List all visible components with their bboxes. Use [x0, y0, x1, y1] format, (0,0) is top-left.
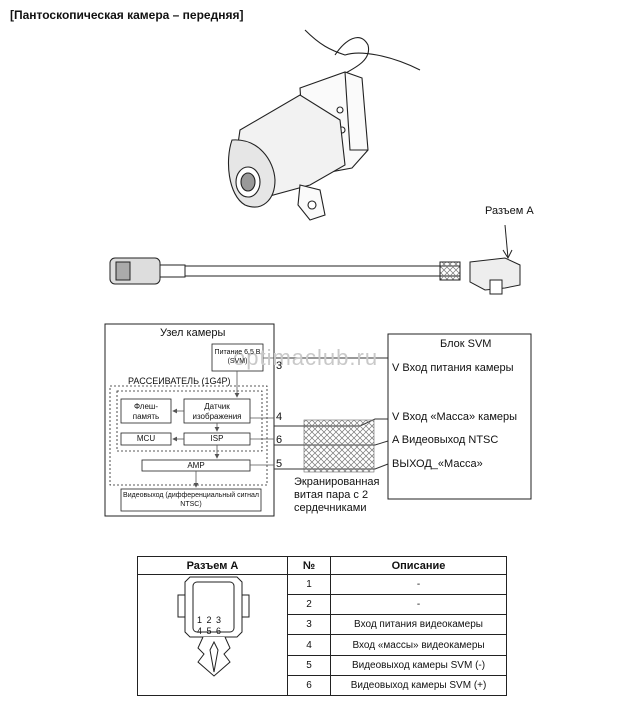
- page-title: [Пантоскопическая камера – передняя]: [10, 8, 244, 22]
- image-sensor-label: Датчик изображения: [192, 402, 242, 421]
- power-box-label: Питание 6,5 В (SVM): [214, 349, 261, 365]
- cable-harness: [109, 224, 521, 295]
- row-description: Вход «массы» видеокамеры: [330, 634, 507, 656]
- row-number: 6: [287, 674, 331, 697]
- video-out-label: Видеовыход (дифференциальный сигнал NTSC…: [123, 492, 259, 508]
- row-description: -: [330, 573, 507, 596]
- connector-pin-table: Разъем A № Описание 1 2 3 4 5 6 1 - 2 - …: [137, 556, 507, 697]
- row-number: 3: [287, 614, 331, 636]
- pin-number-3: 3: [276, 360, 283, 372]
- amp-label: AMP: [187, 461, 205, 470]
- svm-block-title: Блок SVM: [440, 338, 492, 350]
- row-number: 5: [287, 654, 331, 676]
- svm-line-ground: V Вход «Масса» камеры: [392, 411, 518, 423]
- svm-line-video: A Видеовыход NTSC: [392, 434, 499, 446]
- svm-line-output-ground: ВЫХОД_«Масса»: [392, 458, 483, 470]
- pin-number-6: 6: [276, 434, 283, 446]
- row-description: Вход питания видеокамеры: [330, 614, 507, 636]
- watermark: optimaclub.ru: [233, 345, 379, 370]
- camera-unit-title: Узел камеры: [160, 327, 226, 339]
- diffuser-label: РАССЕИВАТЕЛЬ (1G4P): [128, 376, 231, 386]
- mcu-label: MCU: [136, 434, 156, 443]
- signal-arrows: [172, 357, 274, 488]
- isp-label: ISP: [210, 434, 224, 443]
- flash-memory-label: Флеш-память: [132, 402, 160, 421]
- connector-a-label: Разъем A: [485, 205, 534, 217]
- connector-pins-top: 1 2 3: [197, 615, 223, 625]
- table-row: 1 2 3 4 5 6 1 -: [137, 573, 507, 696]
- row-description: Видеовыход камеры SVM (-): [330, 654, 507, 676]
- pin-number-4: 4: [276, 411, 283, 423]
- header-description: Описание: [330, 556, 507, 575]
- table-row: 6 Видеовыход камеры SVM (+): [138, 674, 507, 697]
- header-number: №: [287, 556, 331, 575]
- connector-cell: 1 2 3 4 5 6: [137, 574, 288, 696]
- table-row: 5 Видеовыход камеры SVM (-): [138, 654, 507, 676]
- camera-illustration: [227, 29, 421, 221]
- row-description: Видеовыход камеры SVM (+): [330, 674, 507, 697]
- pin-number-5: 5: [276, 458, 283, 470]
- svm-line-power: V Вход питания камеры: [392, 362, 514, 374]
- row-number: 4: [287, 634, 331, 656]
- shielded-twisted-pair: [303, 419, 375, 473]
- connector-pins-bottom: 4 5 6: [197, 626, 223, 636]
- row-description: -: [330, 594, 507, 616]
- row-number: 1: [287, 573, 331, 596]
- row-number: 2: [287, 594, 331, 616]
- twisted-pair-label: Экранированная витая пара с 2 сердечника…: [294, 476, 380, 514]
- svm-block-box: [387, 333, 532, 500]
- header-connector: Разъем A: [137, 556, 288, 575]
